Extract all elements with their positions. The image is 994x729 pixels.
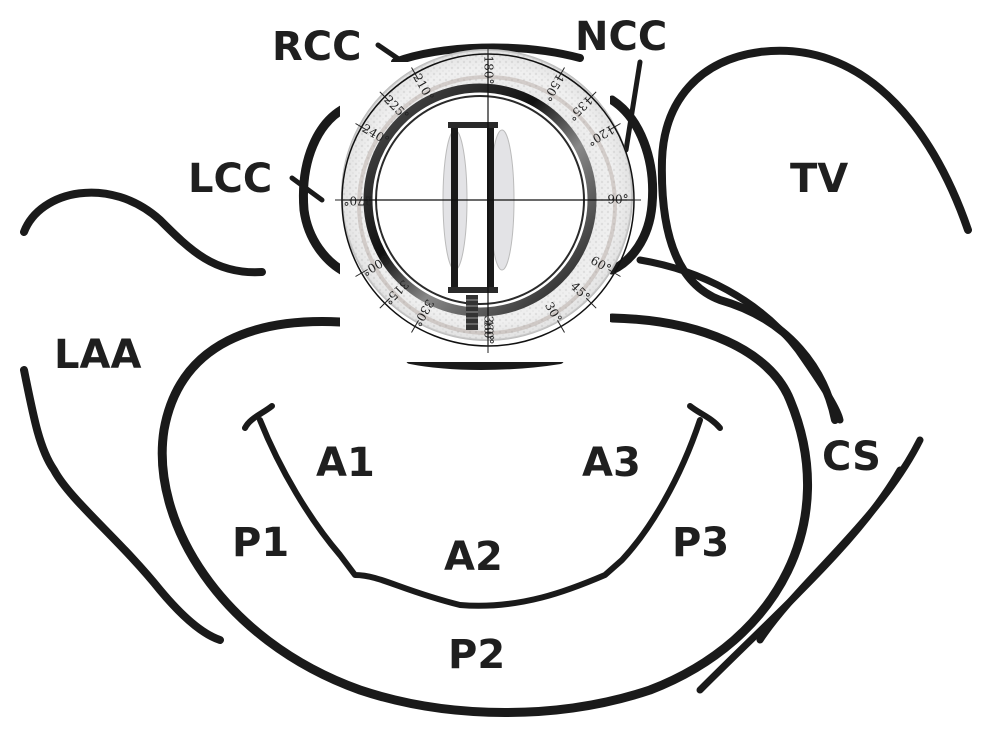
laa-outline [24,193,262,273]
a1-label: A1 [316,440,375,486]
a2-label: A2 [444,534,503,580]
cs-label: CS [822,434,881,480]
degree-dial: 10°30°45°60°90°120°135°150°180°210°225°2… [335,47,641,353]
laa-label: LAA [54,332,141,378]
ncc-label: NCC [575,14,667,60]
tv-label: TV [790,156,848,202]
rcc-leader [378,45,400,60]
p2-label: P2 [448,632,505,678]
p1-label: P1 [232,520,289,566]
dial-degree-label: 270° [344,194,373,208]
a3-label: A3 [582,440,641,486]
dial-degree-label: 360° [482,316,496,345]
lcc-label: LCC [188,156,272,202]
laa-outline-lower [24,370,220,640]
tv-inner-line [640,260,840,420]
commissure-right [690,406,720,428]
dial-degree-label: 180° [482,56,496,85]
rcc-label: RCC [272,24,362,70]
tv-outline [662,51,968,420]
cs-outline-outer [700,470,900,690]
commissure-left [245,406,272,428]
p3-label: P3 [672,520,729,566]
dial-degree-label: 90° [607,193,628,207]
left-strut [451,125,458,290]
